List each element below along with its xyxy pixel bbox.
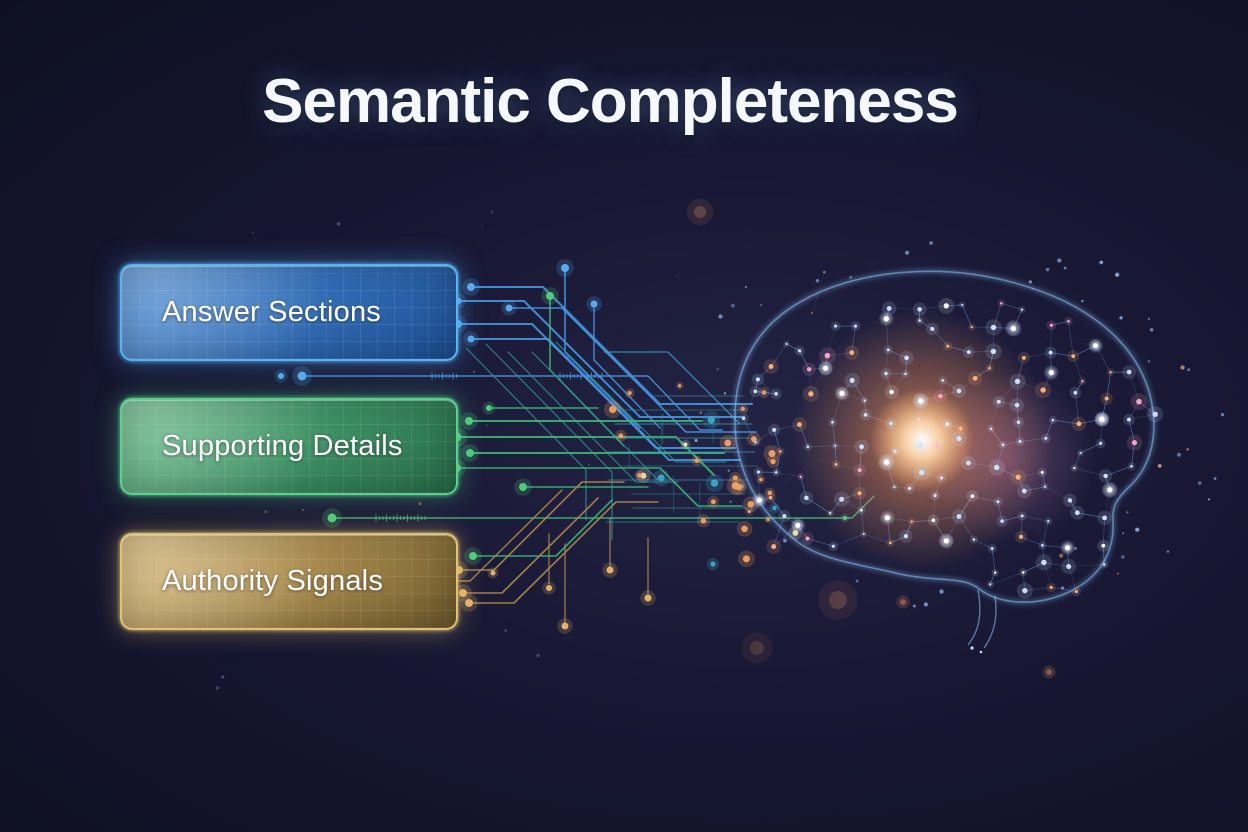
label-box-supporting-details: Supporting Details <box>120 398 458 495</box>
answer-sections-label: Answer Sections <box>162 296 381 328</box>
label-box-authority-signals: Authority Signals <box>120 533 458 630</box>
brain-network <box>686 198 1225 679</box>
label-box-answer-sections: Answer Sections <box>120 264 458 361</box>
signal-convergence-cluster <box>603 381 803 571</box>
circuit-traces <box>274 259 875 634</box>
supporting-details-label: Supporting Details <box>162 430 403 462</box>
authority-signals-label: Authority Signals <box>162 565 384 597</box>
page-title: Semantic Completeness <box>262 67 959 136</box>
